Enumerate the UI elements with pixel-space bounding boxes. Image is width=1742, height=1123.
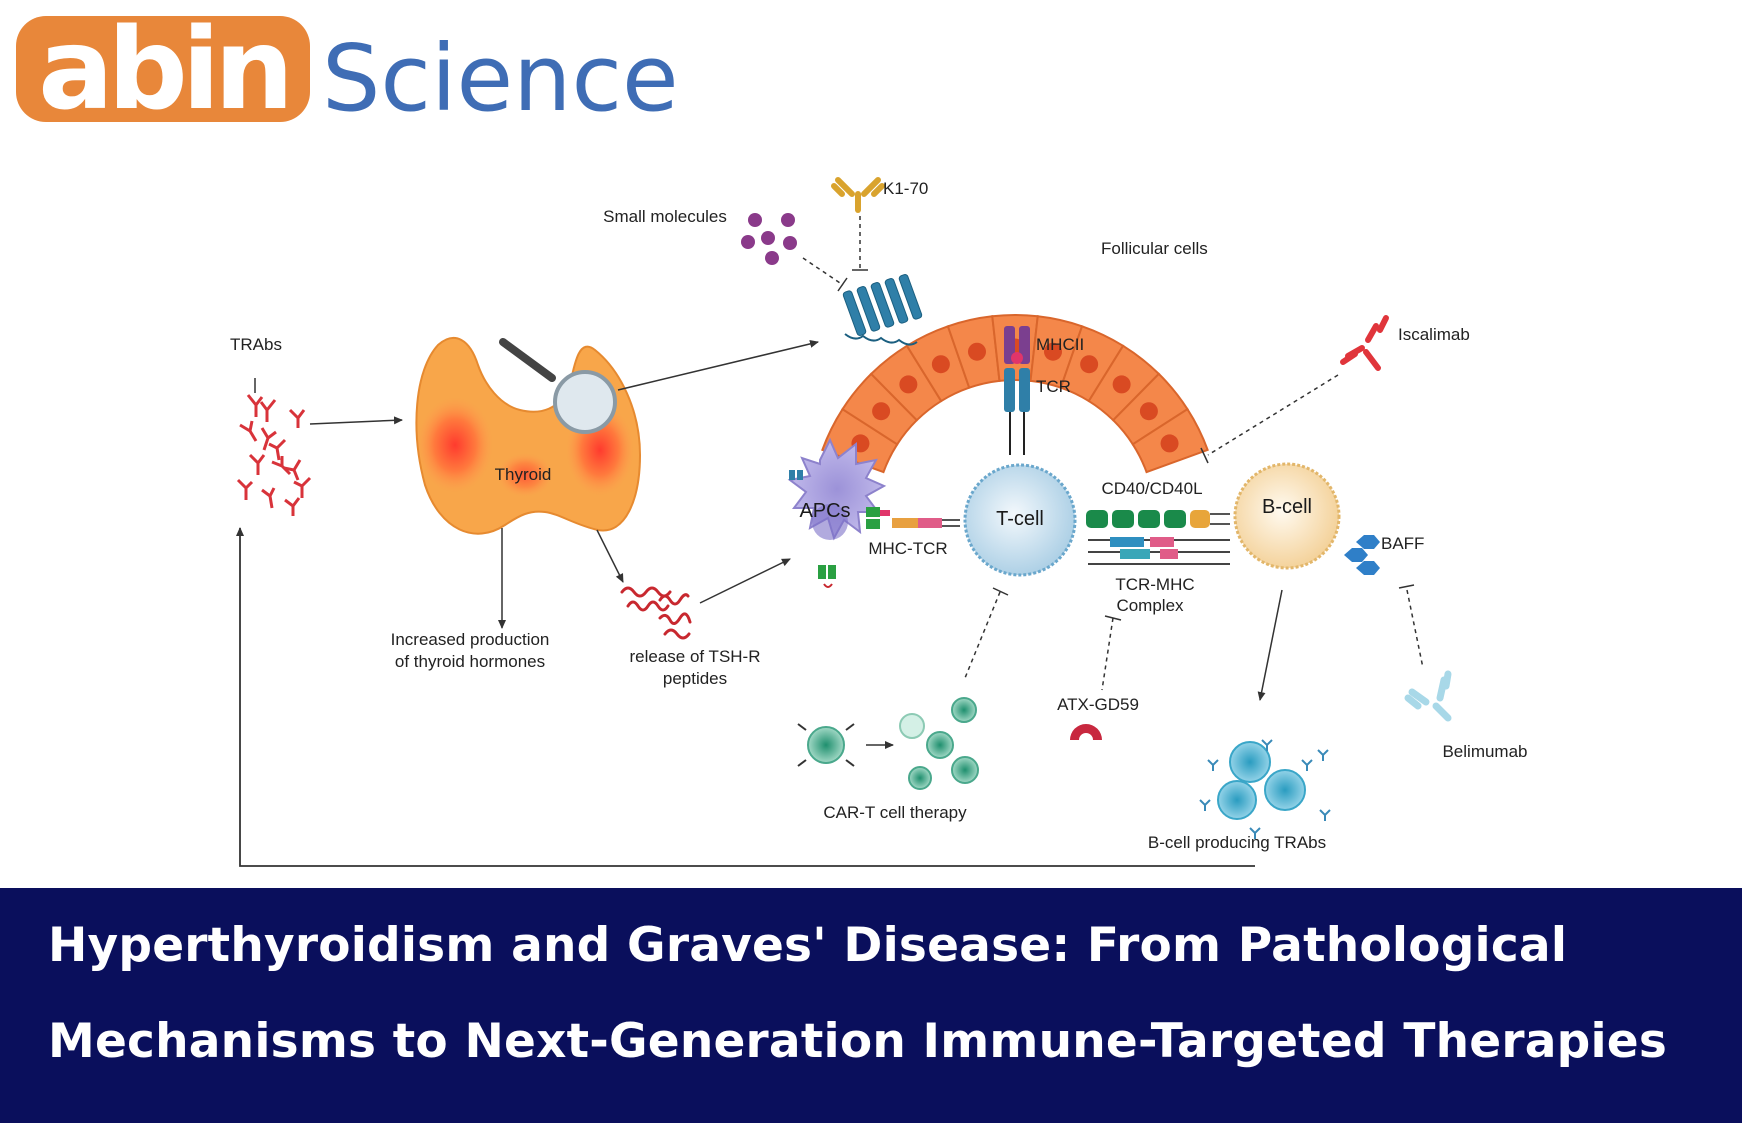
title-banner: Hyperthyroidism and Graves' Disease: Fro… [0, 888, 1742, 1123]
tcr-molecule [1004, 368, 1030, 455]
iscalimab-antibody-icon [1340, 315, 1389, 371]
tsh-receptor-icon [842, 274, 923, 336]
logo-science-word: Science [322, 25, 679, 132]
label-atx: ATX-GD59 [1057, 695, 1139, 714]
tshr-peptides-icon [620, 586, 692, 640]
label-car-t: CAR-T cell therapy [823, 803, 967, 822]
label-mhcii: MHCII [1036, 335, 1084, 354]
follicular-cell-nucleus [1139, 402, 1158, 421]
label-increased-production-2: of thyroid hormones [395, 652, 545, 671]
label-thyroid: Thyroid [495, 465, 552, 484]
follicular-cell-nucleus [1160, 434, 1179, 453]
follicular-cell-nucleus [931, 355, 950, 374]
label-baff: BAFF [1381, 534, 1424, 553]
logo-brand-word: abin [38, 5, 288, 135]
label-iscalimab: Iscalimab [1398, 325, 1470, 344]
follicular-cell-nucleus [872, 402, 891, 421]
magnifier-icon [499, 338, 617, 434]
inhibit-belimumab [1406, 589, 1424, 669]
bcell-producing-trabs-icon [1199, 739, 1331, 839]
follicular-cell-nucleus [1080, 355, 1099, 374]
follicular-cell-nucleus [967, 342, 986, 361]
arrow-thyroid-peptides [596, 529, 624, 583]
inhibit-small-molecules [802, 257, 844, 286]
label-increased-production-1: Increased production [391, 630, 550, 649]
label-belimumab: Belimumab [1442, 742, 1527, 761]
label-mhc-tcr: MHC-TCR [868, 539, 947, 558]
label-apcs: APCs [799, 500, 850, 522]
logo-orange-block [16, 16, 310, 122]
atx-gd59-icon [1070, 724, 1102, 740]
tcr-mhc-bridge-icon [1088, 537, 1230, 565]
mhc-tcr-complex-icon [866, 507, 960, 529]
cd40-cd40l-complex-icon [1086, 510, 1230, 528]
t-cell [963, 463, 1077, 577]
mhcii-molecule [1004, 326, 1030, 364]
follicular-cell-nucleus [1112, 375, 1131, 394]
abin-science-logo: abin Science [16, 5, 679, 135]
thyroid-gland-illustration [415, 336, 642, 535]
label-tcr: TCR [1036, 377, 1071, 396]
inhibit-iscalimab [1207, 374, 1339, 456]
feedback-loop-arrow [236, 527, 1255, 867]
car-t-cells-icon [797, 697, 979, 790]
belimumab-antibody-icon [1404, 670, 1452, 722]
arrow-peptides-apcs [699, 558, 791, 604]
inhibit-car-t [964, 591, 1001, 679]
label-bcell-producing: B-cell producing TRAbs [1148, 833, 1326, 852]
label-tcr-mhc-1: TCR-MHC [1115, 575, 1194, 594]
label-follicular-cells: Follicular cells [1101, 239, 1208, 258]
inhibit-atx [1101, 617, 1114, 691]
label-release-tshr-2: peptides [663, 669, 727, 688]
arrow-bcell-producing [1257, 589, 1283, 701]
label-tcell: T-cell [996, 508, 1044, 530]
baff-icon [1344, 535, 1380, 575]
follicular-cell-nucleus [899, 375, 918, 394]
title-line-2: Mechanisms to Next-Generation Immune-Tar… [48, 1014, 1668, 1069]
label-tcr-mhc-2: Complex [1116, 596, 1184, 615]
k170-antibody-icon [831, 177, 885, 213]
apc-peptide-receptor-icon [789, 470, 836, 588]
label-trabs: TRAbs [230, 335, 282, 354]
label-k170: K1-70 [883, 179, 928, 198]
label-release-tshr-1: release of TSH-R [629, 647, 760, 666]
b-cell [1233, 462, 1341, 570]
follicular-cell-nucleus [1044, 342, 1063, 361]
arrow-to-follicular-cells [617, 339, 819, 391]
small-molecules-icon [741, 213, 797, 265]
label-bcell: B-cell [1262, 496, 1312, 518]
graves-pathway-diagram: TRAbs Thyroid Increased production of th… [230, 177, 1528, 867]
label-cd40: CD40/CD40L [1101, 479, 1202, 498]
label-small-molecules: Small molecules [603, 207, 727, 226]
trabs-antibody-cluster [236, 394, 312, 516]
title-line-1: Hyperthyroidism and Graves' Disease: Fro… [48, 918, 1568, 973]
arrow-trabs-thyroid [309, 416, 403, 425]
